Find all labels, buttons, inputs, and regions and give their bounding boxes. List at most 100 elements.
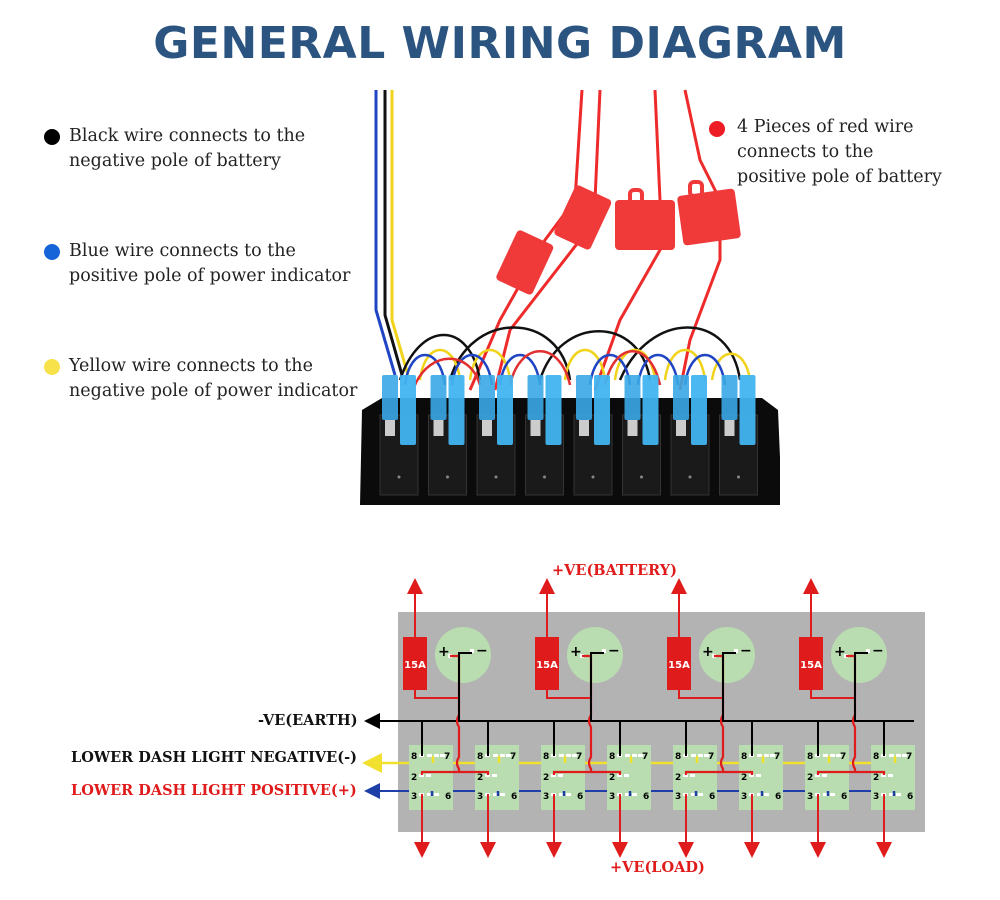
red-dot-icon — [709, 121, 725, 137]
pin-label: 6 — [577, 792, 583, 802]
pin-terminal — [551, 754, 556, 757]
terminal — [724, 420, 735, 436]
pin-terminal — [902, 754, 907, 757]
blue-connector — [739, 375, 756, 445]
pin-terminal — [500, 793, 505, 796]
pin-label: 7 — [906, 752, 912, 762]
fuse-wire — [678, 690, 723, 699]
blue-connector — [527, 375, 544, 420]
pin-terminal — [617, 754, 622, 757]
pin-terminal — [624, 774, 629, 777]
rocker-switch — [622, 375, 661, 496]
pin-terminal — [683, 774, 688, 777]
pin-terminal — [632, 793, 637, 796]
pin-terminal — [434, 754, 439, 757]
indicator-terminal — [602, 649, 606, 653]
pin-label: 8 — [873, 752, 879, 762]
switch-box — [541, 745, 585, 810]
pin-terminal — [566, 793, 571, 796]
pin-terminal — [625, 793, 630, 796]
indicator-terminal — [448, 654, 452, 658]
pin-terminal — [558, 774, 563, 777]
pin-terminal — [632, 754, 637, 757]
fuse-holder — [554, 185, 612, 250]
blue-connector — [691, 375, 707, 445]
fuse — [667, 637, 691, 690]
pin-terminal — [756, 774, 761, 777]
indicator-terminal — [580, 654, 584, 658]
switch-led — [737, 475, 740, 479]
blue-connector — [673, 375, 689, 420]
terminal — [579, 420, 589, 436]
fuse-holder — [496, 230, 554, 295]
indicator-terminal — [866, 649, 870, 653]
legend-text: Yellow wire connects to the — [69, 356, 313, 376]
pin-terminal — [830, 754, 835, 757]
fuse-group: 15A+− — [799, 578, 887, 775]
switch-box — [673, 745, 717, 810]
pin-terminal — [440, 754, 445, 757]
rocker-switch — [379, 375, 419, 496]
blue-connector — [721, 375, 738, 420]
power-indicator — [435, 627, 491, 683]
red-lead-wire — [468, 89, 584, 391]
terminal — [627, 420, 638, 436]
switch-led — [397, 475, 401, 479]
pin-label: 6 — [643, 792, 649, 802]
pin-terminal — [823, 754, 828, 757]
red-trunk — [714, 654, 725, 772]
pin-label: 8 — [543, 752, 549, 762]
pin-terminal — [419, 774, 424, 777]
pin-terminal — [690, 774, 695, 777]
pin-label: 2 — [609, 773, 615, 783]
pin-label: 2 — [873, 773, 879, 783]
fuse-holder — [677, 180, 741, 246]
pin-terminal — [881, 774, 886, 777]
pin-terminal — [896, 793, 901, 796]
pin2-feed — [684, 770, 754, 775]
pin-terminal — [638, 754, 643, 757]
rocker-switch — [428, 375, 467, 496]
pin-terminal — [749, 793, 754, 796]
pin-label: 8 — [609, 752, 615, 762]
pin-label: 2 — [741, 773, 747, 783]
pin-label: 7 — [510, 752, 516, 762]
indicator-minus: − — [608, 643, 620, 659]
pin-label: 7 — [444, 752, 450, 762]
dash-negative-label: LOWER DASH LIGHT NEGATIVE(-) — [71, 749, 357, 766]
pin-label: 3 — [543, 792, 549, 802]
legend-text: Black wire connects to the — [69, 126, 306, 146]
blue-connector — [594, 375, 610, 445]
pin-terminal — [757, 754, 762, 757]
pin-terminal — [830, 793, 835, 796]
legend-item-blue: Blue wire connects to the positive pole … — [44, 239, 350, 289]
blue-connector — [576, 375, 592, 420]
pin-terminal — [683, 754, 688, 757]
earth-label: -VE(EARTH) — [258, 712, 358, 729]
pin-label: 6 — [775, 792, 781, 802]
pin-terminal — [551, 774, 556, 777]
terminal — [676, 420, 686, 436]
pin-label: 6 — [511, 792, 517, 802]
pin-terminal — [764, 754, 769, 757]
pin-terminal — [572, 754, 577, 757]
fuse-wire — [546, 690, 591, 699]
indicator-terminal — [844, 654, 848, 658]
pin2-feed — [420, 770, 490, 775]
pin-terminal — [485, 793, 490, 796]
fuse — [535, 637, 559, 690]
black-dot-icon — [44, 129, 60, 145]
pin-terminal — [485, 774, 490, 777]
blue-connector — [448, 375, 465, 445]
switch-box — [871, 745, 915, 810]
switch-led — [543, 475, 546, 479]
pin-label: 8 — [675, 752, 681, 762]
legend-text: positive pole of battery — [737, 167, 942, 187]
pin-terminal — [749, 754, 754, 757]
power-indicator — [831, 627, 887, 683]
blue-connector — [479, 375, 495, 420]
pin-terminal — [617, 793, 622, 796]
fuse-label: 15A — [800, 660, 822, 671]
blue-connector — [497, 375, 513, 445]
